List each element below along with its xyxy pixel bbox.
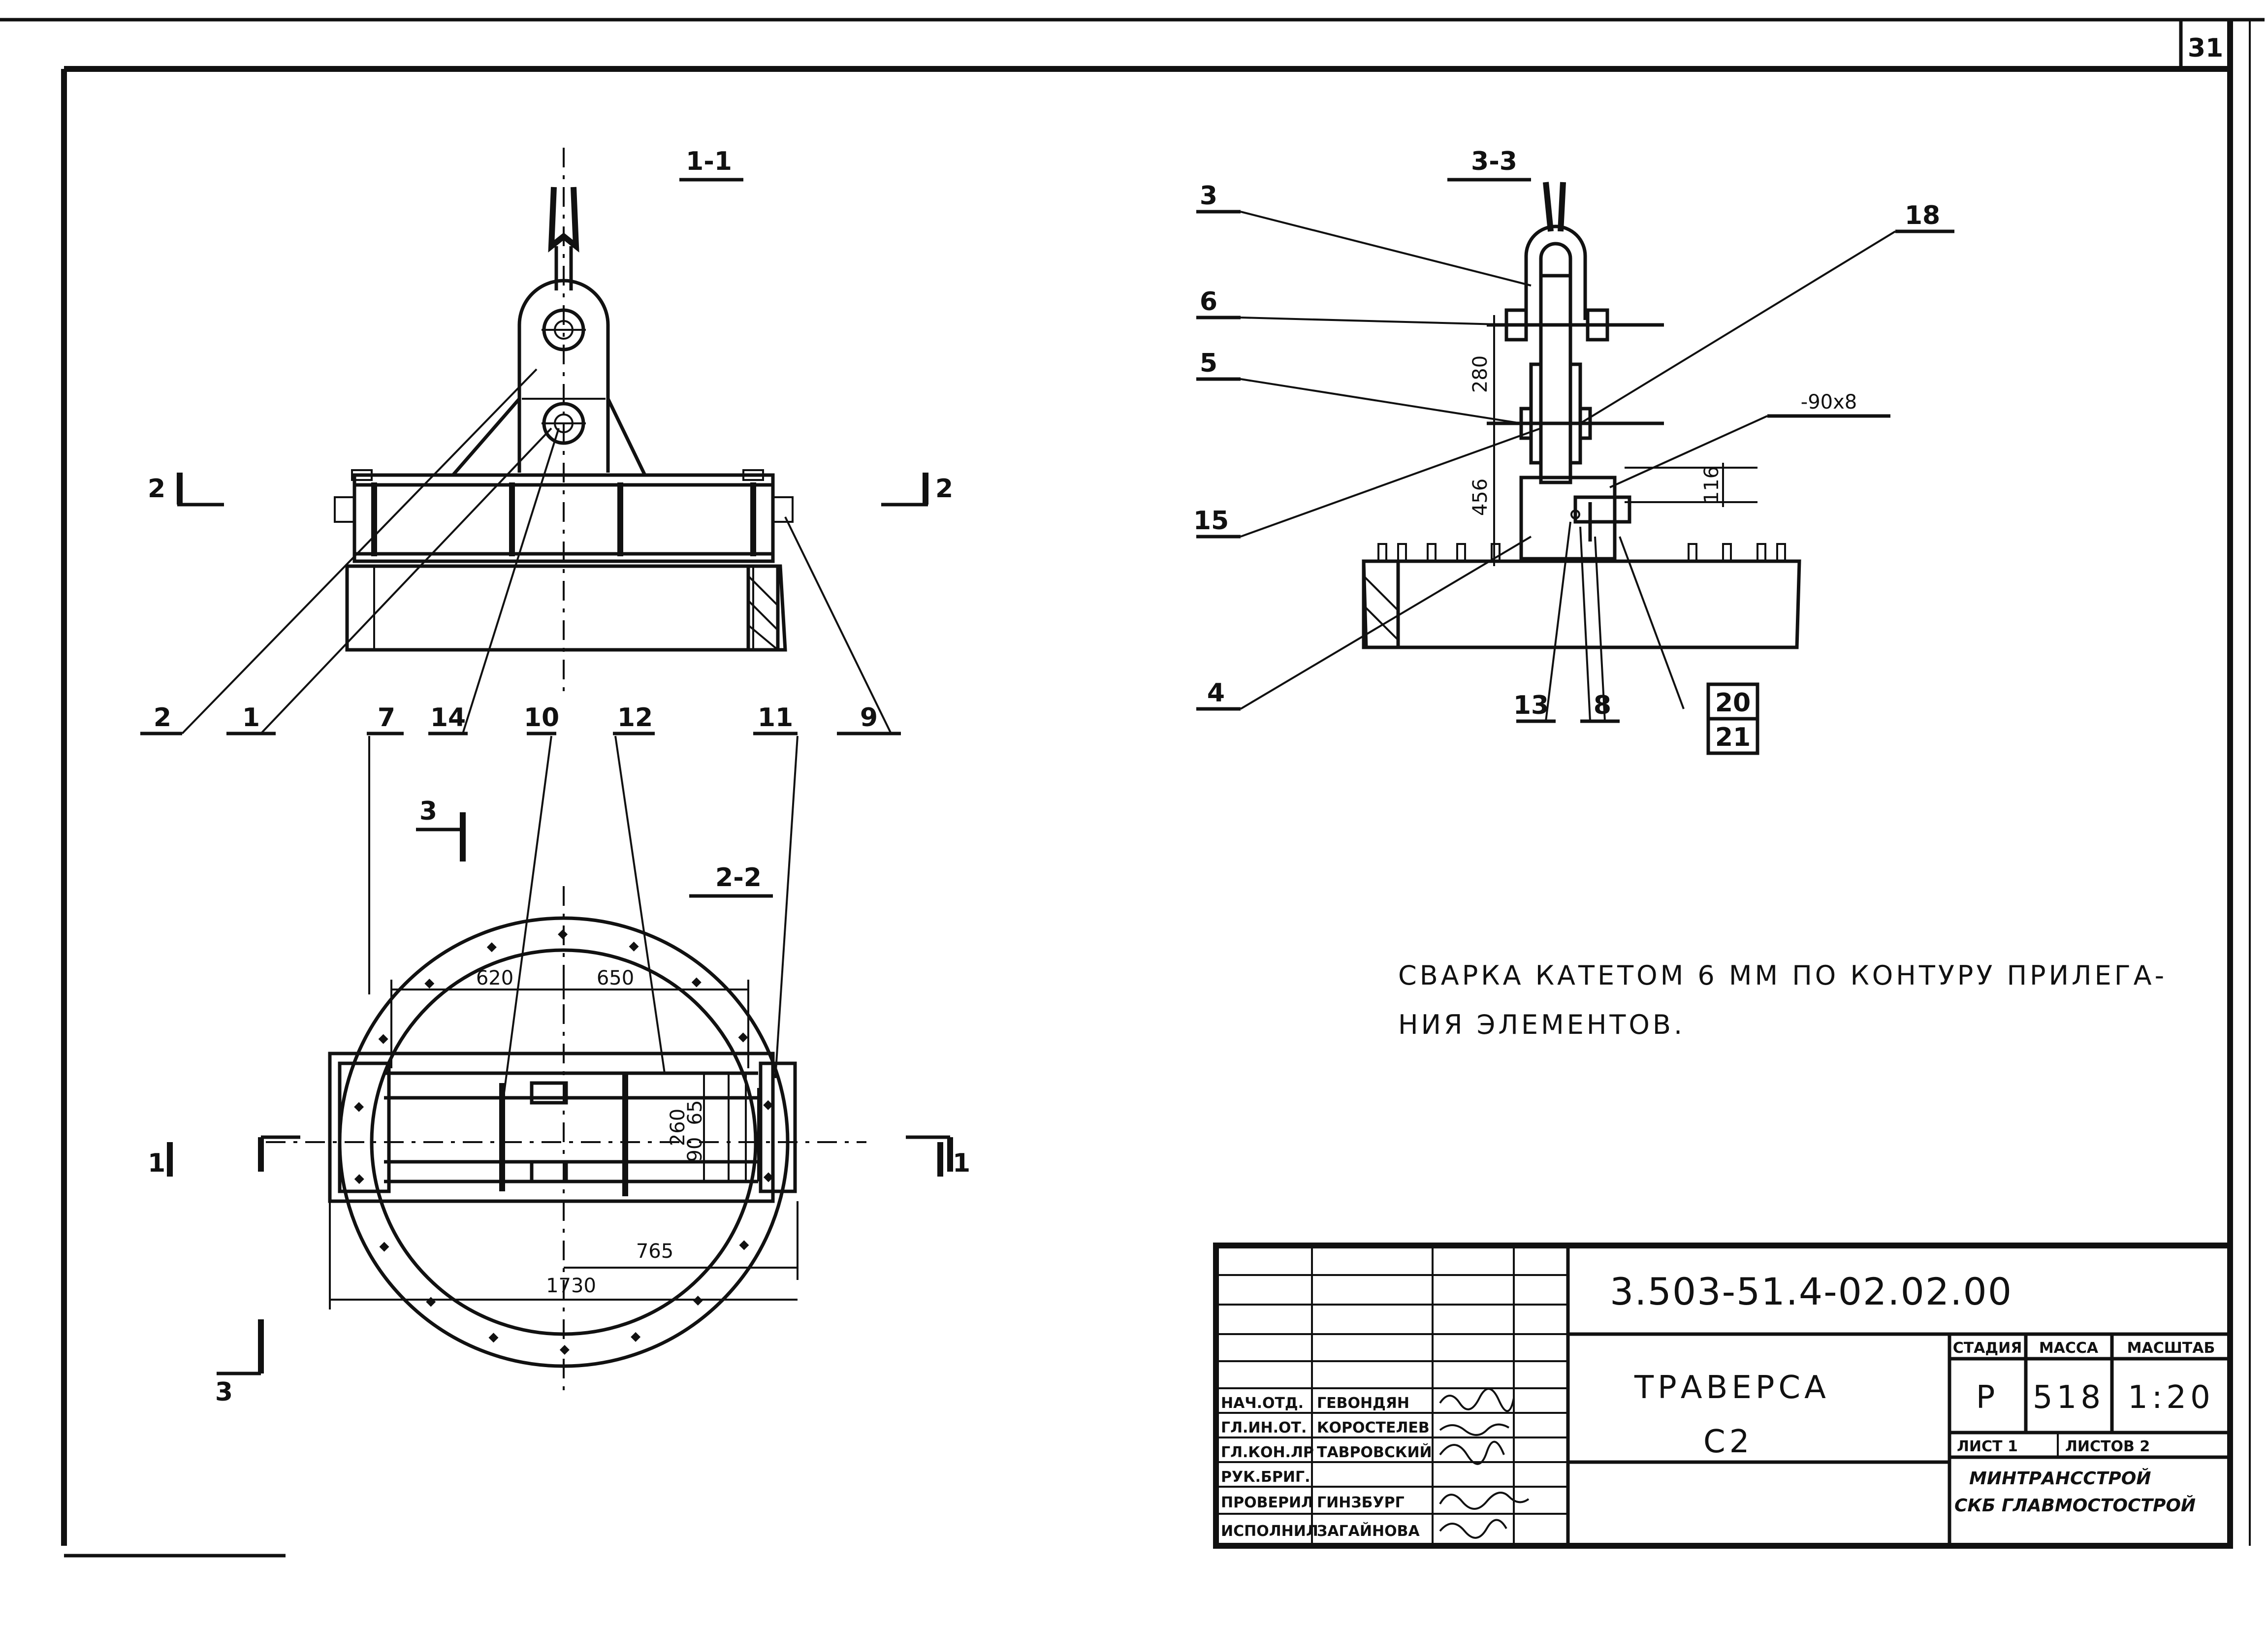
callout-8: 8 [1594, 691, 1611, 720]
header-stage: СТАДИЯ [1953, 1340, 2022, 1357]
title-block: НАЧ.ОТД. ГЕВОНДЯН ГЛ.ИН.ОТ. КОРОСТЕЛЕВ Г… [1213, 1243, 2233, 1549]
dim-456: 456 [1469, 479, 1492, 516]
sheets-label: ЛИСТОВ 2 [2065, 1438, 2150, 1455]
sling-hook [548, 187, 579, 290]
bolt-mark [354, 1102, 364, 1112]
header-scale: МАСШТАБ [2127, 1340, 2215, 1357]
bolt-mark [739, 1240, 749, 1250]
callout-1: 1 [242, 703, 260, 733]
drawing-title: ТРАВЕРСА [1634, 1370, 1830, 1406]
cut-mark-1-right: 1 [953, 1149, 970, 1178]
bolt-mark [424, 978, 435, 989]
callout-11: 11 [758, 703, 793, 733]
sig-name-1: ГЕВОНДЯН [1317, 1395, 1409, 1412]
sig-role-2: ГЛ.ИН.ОТ. [1221, 1419, 1307, 1436]
lifting-body [345, 564, 787, 652]
cut-mark-1-left: 1 [148, 1149, 165, 1178]
callout-7: 7 [378, 703, 395, 733]
value-mass: 518 [2033, 1379, 2105, 1416]
cut-mark-2-left: 2 [148, 474, 165, 504]
callout-9: 9 [860, 703, 878, 733]
bolt-mark [426, 1297, 436, 1307]
callout-10: 10 [524, 703, 559, 733]
cut-mark-2-right: 2 [935, 474, 953, 504]
callout-14: 14 [430, 703, 466, 733]
dim-620: 620 [476, 967, 513, 990]
bolt-mark [379, 1242, 389, 1252]
section-label-2-2: 2-2 [715, 863, 762, 893]
page-number: 31 [2188, 33, 2223, 63]
value-scale: 1:20 [2128, 1379, 2214, 1416]
header-mass: МАССА [2039, 1340, 2099, 1357]
bolt-mark [486, 942, 497, 953]
dim-65: 65 [684, 1100, 706, 1125]
sig-role-5: ПРОВЕРИЛ [1221, 1494, 1313, 1511]
doc-code: 3.503-51.4-02.02.00 [1610, 1270, 2012, 1313]
callout-5: 5 [1200, 349, 1217, 378]
note-line-2: НИЯ ЭЛЕМЕНТОВ. [1398, 1009, 1685, 1040]
org-line-2: СКБ ГЛАВМОСТОСТРОЙ [1954, 1495, 2196, 1516]
bolt-mark [354, 1174, 364, 1184]
callout-4: 4 [1207, 678, 1225, 708]
value-stage: Р [1976, 1379, 1999, 1416]
sig-role-1: НАЧ.ОТД. [1221, 1395, 1304, 1412]
bolt-mark [631, 1332, 641, 1342]
drawing-subtitle: С2 [1703, 1424, 1753, 1460]
callout-21: 21 [1715, 723, 1751, 752]
bolt-marks [354, 929, 773, 1355]
section-view-2-2: 2-2 3 620 650 [148, 797, 970, 1407]
sig-role-6: ИСПОЛНИЛ [1221, 1523, 1318, 1540]
dim-260: 260 [667, 1109, 689, 1146]
dim-650: 650 [597, 967, 634, 990]
dim-280: 280 [1469, 355, 1492, 393]
bolt-mark [693, 1296, 703, 1306]
bolt-mark [763, 1172, 773, 1182]
sig-name-2: КОРОСТЕЛЕВ [1317, 1419, 1430, 1436]
sheet-frame: 31 [0, 18, 2265, 1558]
callout-3: 3 [1200, 181, 1217, 211]
section-label-3-3: 3-3 [1471, 147, 1517, 176]
sig-name-3: ТАВРОВСКИЙ [1317, 1443, 1432, 1461]
callout-6: 6 [1200, 287, 1217, 317]
sig-name-6: ЗАГАЙНОВА [1317, 1522, 1420, 1540]
dim-1730: 1730 [546, 1275, 596, 1297]
callout-12: 12 [617, 703, 653, 733]
studs [1377, 543, 1786, 562]
callout-2: 2 [154, 703, 171, 733]
bolt-mark [488, 1333, 499, 1343]
bolt-mark [738, 1032, 748, 1043]
bolt-mark [629, 941, 639, 952]
bolt-mark [378, 1034, 388, 1044]
org-line-1: МИНТРАНССТРОЙ [1969, 1468, 2151, 1489]
callout-18: 18 [1905, 201, 1940, 230]
cut-mark-3-bottom: 3 [215, 1377, 233, 1407]
sig-name-5: ГИНЗБУРГ [1317, 1494, 1405, 1511]
note-line-1: СВАРКА КАТЕТОМ 6 ММ ПО КОНТУРУ ПРИЛЕГА- [1398, 960, 2167, 991]
callout-20: 20 [1715, 688, 1751, 718]
cut-mark-3-top: 3 [419, 797, 437, 826]
dim-90: 90 [684, 1137, 706, 1162]
view1-leaders [140, 368, 901, 1108]
sig-role-4: РУК.БРИГ. [1221, 1468, 1310, 1486]
weld-note: СВАРКА КАТЕТОМ 6 ММ ПО КОНТУРУ ПРИЛЕГА- … [1398, 960, 2167, 1040]
lifting-plate [451, 279, 647, 477]
section-view-1-1: 1-1 [140, 147, 953, 1108]
bolt-mark [763, 1100, 773, 1110]
sheet-label: ЛИСТ 1 [1957, 1438, 2018, 1455]
section-label-1-1: 1-1 [686, 147, 732, 176]
view3-leaders [1196, 210, 1954, 755]
dim-765: 765 [636, 1240, 673, 1263]
callout-13: 13 [1513, 691, 1549, 720]
section-view-3-3: 3-3 [1193, 147, 1954, 755]
dim-plate: -90x8 [1801, 391, 1857, 414]
sig-role-3: ГЛ.КОН.ЛР [1221, 1444, 1314, 1461]
dim-116: 116 [1700, 466, 1723, 504]
callout-15: 15 [1193, 506, 1229, 536]
bolt-mark [691, 977, 702, 988]
signatures [1439, 1388, 1530, 1539]
